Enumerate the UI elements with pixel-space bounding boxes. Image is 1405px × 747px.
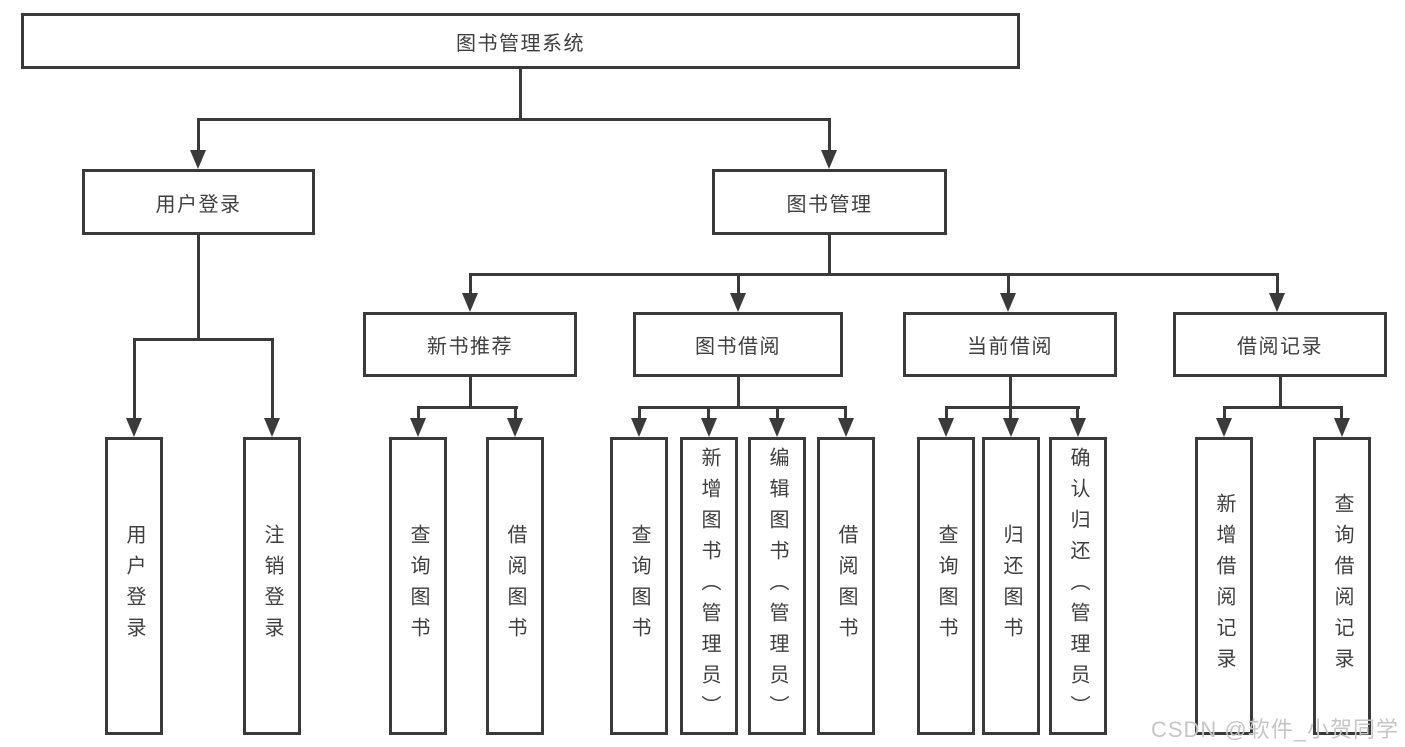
node-borrowing-records: 借阅记录: [1173, 312, 1387, 377]
node-user-login-module: 用户登录: [82, 169, 315, 235]
connector-line: [469, 273, 472, 297]
node-label: 借阅图书: [504, 524, 526, 648]
connector-line: [197, 118, 831, 121]
arrowhead-down-icon: [769, 418, 785, 437]
node-label: 用户登录: [123, 524, 145, 648]
arrowhead-down-icon: [1000, 293, 1016, 312]
connector-line: [1009, 406, 1012, 422]
node-add-book-admin: 新增图书（管理员）: [680, 437, 738, 735]
connector-line: [417, 406, 518, 409]
connector-line: [737, 273, 740, 297]
node-logout: 注销登录: [243, 437, 301, 735]
connector-line: [638, 406, 847, 409]
connector-line: [1276, 273, 1279, 297]
connector-line: [1223, 406, 1343, 409]
connector-line: [945, 406, 948, 422]
node-label: 编辑图书（管理员）: [766, 446, 788, 726]
node-book-management-module: 图书管理: [712, 169, 947, 235]
arrowhead-down-icon: [1070, 418, 1086, 437]
connector-line: [1279, 377, 1282, 406]
arrowhead-down-icon: [938, 418, 954, 437]
node-current-borrowing: 当前借阅: [903, 312, 1117, 377]
arrowhead-down-icon: [1269, 293, 1285, 312]
node-query-books: 查询图书: [917, 437, 975, 735]
connector-line: [776, 406, 779, 422]
connector-line: [271, 338, 274, 421]
arrowhead-down-icon: [821, 150, 837, 169]
arrowhead-down-icon: [126, 418, 142, 437]
node-library-management-system: 图书管理系统: [21, 13, 1020, 69]
connector-line: [828, 235, 831, 273]
node-query-borrow-record: 查询借阅记录: [1313, 437, 1371, 735]
arrowhead-down-icon: [631, 418, 647, 437]
connector-line: [197, 118, 200, 153]
node-label: 新增图书（管理员）: [698, 446, 720, 726]
connector-line: [1340, 406, 1343, 422]
connector-line: [417, 406, 420, 422]
arrowhead-down-icon: [507, 418, 523, 437]
node-label: 确认归还（管理员）: [1067, 446, 1089, 726]
connector-line: [469, 377, 472, 406]
arrowhead-down-icon: [264, 418, 280, 437]
node-confirm-return-admin: 确认归还（管理员）: [1049, 437, 1107, 735]
node-add-borrow-record: 新增借阅记录: [1195, 437, 1253, 735]
connector-line: [844, 406, 847, 422]
node-return-book: 归还图书: [982, 437, 1040, 735]
connector-line: [519, 69, 522, 118]
connector-line: [638, 406, 641, 422]
node-label: 新增借阅记录: [1213, 493, 1235, 679]
connector-line: [707, 406, 710, 422]
arrowhead-down-icon: [462, 293, 478, 312]
arrowhead-down-icon: [1334, 418, 1350, 437]
node-label: 查询图书: [935, 524, 957, 648]
node-label: 借阅图书: [835, 524, 857, 648]
arrowhead-down-icon: [730, 293, 746, 312]
arrowhead-down-icon: [410, 418, 426, 437]
node-edit-book-admin: 编辑图书（管理员）: [748, 437, 806, 735]
node-query-books: 查询图书: [389, 437, 447, 735]
connector-line: [197, 235, 200, 338]
arrowhead-down-icon: [838, 418, 854, 437]
arrowhead-down-icon: [190, 150, 206, 169]
connector-line: [514, 406, 517, 422]
node-borrow-books: 借阅图书: [817, 437, 875, 735]
watermark: CSDN @软件_小贺同学: [1150, 717, 1399, 742]
node-label: 查询借阅记录: [1331, 493, 1353, 679]
connector-line: [1223, 406, 1226, 422]
node-user-login: 用户登录: [105, 437, 163, 735]
node-label: 归还图书: [1000, 524, 1022, 648]
node-borrow-books: 借阅图书: [486, 437, 544, 735]
connector-line: [1009, 377, 1012, 406]
node-query-books: 查询图书: [610, 437, 668, 735]
connector-line: [133, 338, 136, 421]
connector-line: [945, 406, 1080, 409]
node-new-book-recommendation: 新书推荐: [363, 312, 577, 377]
arrowhead-down-icon: [1003, 418, 1019, 437]
connector-line: [133, 338, 274, 341]
node-label: 注销登录: [261, 524, 283, 648]
arrowhead-down-icon: [1216, 418, 1232, 437]
connector-line: [469, 273, 1279, 276]
connector-line: [1007, 273, 1010, 297]
connector-line: [737, 377, 740, 406]
arrowhead-down-icon: [701, 418, 717, 437]
connector-line: [1076, 406, 1079, 422]
node-book-borrowing: 图书借阅: [633, 312, 843, 377]
node-label: 查询图书: [407, 524, 429, 648]
node-label: 查询图书: [628, 524, 650, 648]
connector-line: [828, 118, 831, 153]
